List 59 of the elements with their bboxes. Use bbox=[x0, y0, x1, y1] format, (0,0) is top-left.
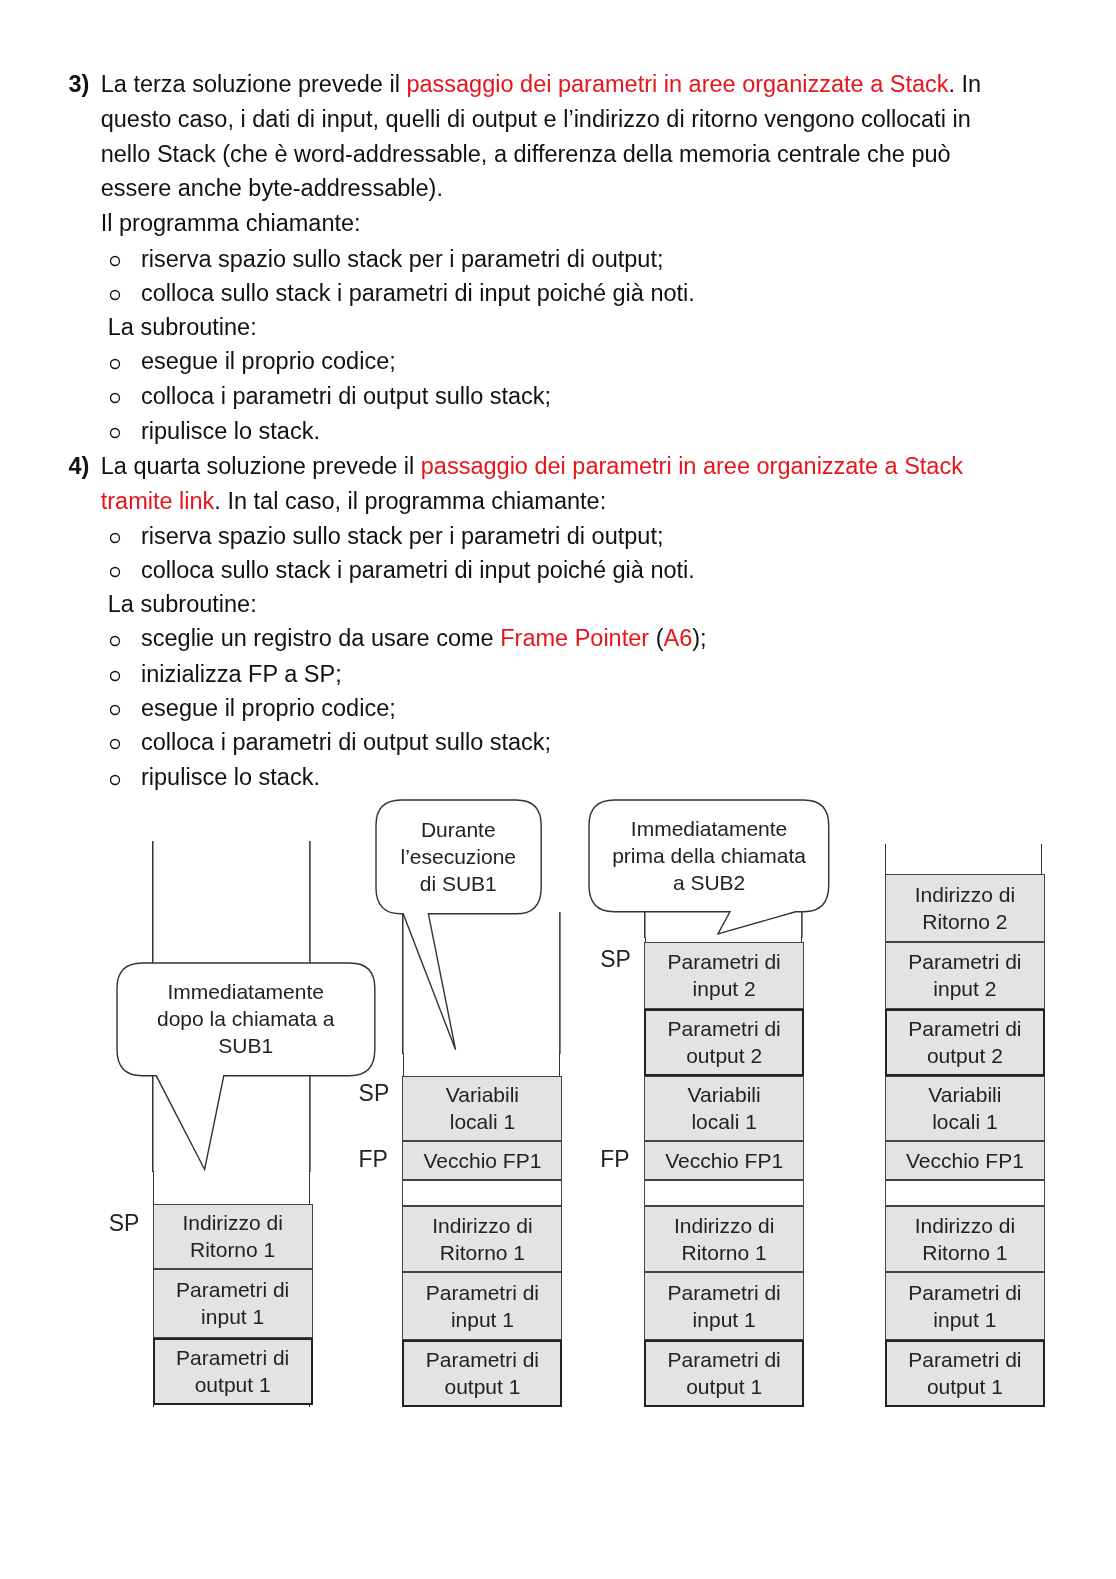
stack-column bbox=[644, 936, 802, 1408]
paragraph: La terza soluzione prevede il passaggio dei parametri in aree organizzate a Stack. In questo caso, i dati di input, quelli di output e l’indirizzo di ritorno vengono collocati in nello Stack (che è word-addressable, a differenza della memoria centrale che può essere anche byte-addressable). bbox=[100, 70, 983, 204]
stack-cell: Variabili locali 1 bbox=[884, 1075, 1045, 1142]
paragraph: La quarta soluzione prevede il passaggio dei parametri in aree organizzate a Stack tramite link. In tal caso, il programma chiamante: bbox=[100, 452, 964, 516]
empty-stack-cell bbox=[402, 1180, 563, 1206]
stack-cell: Indirizzo di Ritorno 1 bbox=[884, 1205, 1045, 1273]
list-item-text: esegue il proprio codice; bbox=[141, 693, 397, 723]
stack-cell: Vecchio FP1 bbox=[402, 1141, 563, 1181]
pointer-label: SP bbox=[358, 1078, 390, 1107]
stack-cell: Parametri di output 1 bbox=[644, 1339, 805, 1408]
speech-bubble bbox=[374, 798, 542, 1051]
stack-cell: Parametri di output 2 bbox=[884, 1009, 1045, 1076]
speech-bubble bbox=[588, 798, 830, 935]
stack-cell: Vecchio FP1 bbox=[884, 1141, 1045, 1181]
pointer-label: SP bbox=[108, 1208, 140, 1237]
callout-text: Durante l’esecuzione di SUB1 bbox=[399, 816, 518, 897]
list-item-text: colloca i parametri di output sullo stack; bbox=[141, 728, 553, 758]
stack-cell: Indirizzo di Ritorno 1 bbox=[152, 1203, 313, 1270]
stack-cell: Parametri di output 1 bbox=[402, 1339, 563, 1408]
stack-cell: Parametri di output 1 bbox=[152, 1337, 313, 1405]
pointer-label: FP bbox=[358, 1145, 388, 1174]
list-item-text: ripulisce lo stack. bbox=[141, 416, 321, 446]
pointer-label: FP bbox=[600, 1145, 630, 1174]
list-heading: Il programma chiamante: bbox=[100, 209, 362, 239]
list-item-text: ripulisce lo stack. bbox=[141, 763, 321, 793]
list-heading: La subroutine: bbox=[107, 313, 258, 343]
stack-column bbox=[402, 1052, 560, 1408]
stack-cell: Parametri di output 1 bbox=[884, 1339, 1045, 1408]
list-item-text: inizializza FP a SP; bbox=[141, 659, 343, 689]
stack-cell: Parametri di input 2 bbox=[644, 941, 805, 1010]
pointer-label: SP bbox=[600, 944, 631, 973]
stack-cell: Vecchio FP1 bbox=[644, 1141, 805, 1181]
stack-column bbox=[885, 844, 1043, 1408]
list-item-text: colloca i parametri di output sullo stack; bbox=[141, 381, 553, 411]
item-number: 4) bbox=[68, 452, 91, 482]
list-item-text: riserva spazio sullo stack per i parametri di output; bbox=[141, 521, 665, 551]
list-item-text: esegue il proprio codice; bbox=[141, 347, 397, 377]
stack-cell: Parametri di input 1 bbox=[402, 1272, 563, 1340]
stack-cell: Parametri di output 2 bbox=[644, 1009, 805, 1076]
stack-cell: Parametri di input 1 bbox=[884, 1272, 1045, 1340]
callout-text: Immediatamente dopo la chiamata a SUB1 bbox=[156, 979, 336, 1060]
list-heading: La subroutine: bbox=[107, 590, 258, 620]
empty-stack-cell bbox=[884, 1180, 1045, 1206]
stack-cell: Indirizzo di Ritorno 1 bbox=[402, 1205, 563, 1273]
stack-column bbox=[153, 1171, 311, 1408]
stack-cell: Parametri di input 1 bbox=[152, 1269, 313, 1338]
stack-cell: Indirizzo di Ritorno 1 bbox=[644, 1205, 805, 1273]
list-item-text: riserva spazio sullo stack per i parametri di output; bbox=[141, 244, 665, 274]
stack-cell: Parametri di input 1 bbox=[644, 1272, 805, 1340]
list-item-text: sceglie un registro da usare come Frame Pointer (A6); bbox=[141, 624, 708, 654]
stack-cell: Variabili locali 1 bbox=[402, 1075, 563, 1142]
stack-cell: Indirizzo di Ritorno 2 bbox=[884, 874, 1045, 942]
callout-text: Immediatamente prima della chiamata a SUB2 bbox=[611, 815, 807, 896]
item-number: 3) bbox=[68, 70, 91, 100]
empty-stack-cell bbox=[644, 1180, 805, 1206]
stack-cell: Variabili locali 1 bbox=[644, 1075, 805, 1142]
list-item-text: colloca sullo stack i parametri di input poiché già noti. bbox=[141, 278, 696, 308]
list-item-text: colloca sullo stack i parametri di input poiché già noti. bbox=[141, 555, 696, 585]
stack-cell: Parametri di input 2 bbox=[884, 941, 1045, 1010]
